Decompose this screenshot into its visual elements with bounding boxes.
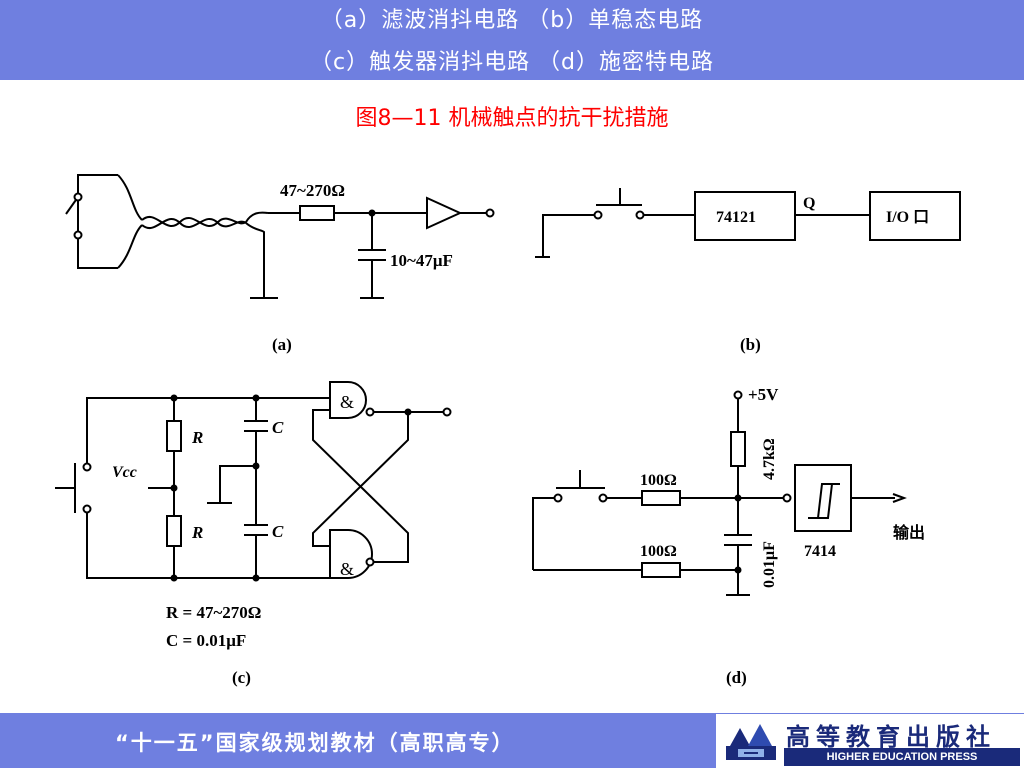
panel-b-label: (b) (740, 335, 761, 354)
panel-b-chip-label: 74121 (716, 209, 756, 226)
panel-b-output-label: Q (803, 195, 815, 212)
panel-b-circuit (535, 188, 961, 258)
panel-a-capacitor-label: 10~47μF (390, 251, 453, 270)
panel-a-label: (a) (272, 335, 292, 354)
publisher-emblem-icon (726, 724, 776, 760)
panel-a-circuit (65, 174, 495, 299)
figure-title: 图8—11 机械触点的抗干扰措施 (355, 106, 669, 131)
panel-c-vcc-label: Vcc (112, 464, 137, 481)
panel-d-output-label: 输出 (893, 523, 925, 542)
panel-a-resistor-label: 47~270Ω (280, 181, 345, 200)
gate-bottom-symbol: & (340, 559, 354, 579)
panel-b-io-label: I/O 口 (886, 209, 929, 226)
panel-c-c-bottom-label: C (272, 522, 284, 541)
panel-d-label: (d) (726, 668, 747, 687)
header-line-1: （a）滤波消抖电路 （b）单稳态电路 (320, 8, 704, 33)
publisher-name-en: HIGHER EDUCATION PRESS (784, 748, 1020, 766)
panel-c-r-top-label: R (191, 428, 203, 447)
panel-c-label: (c) (232, 668, 251, 687)
panel-d-supply-label: +5V (748, 385, 779, 404)
footer-text: “十一五”国家级规划教材（高职高专） (115, 731, 515, 755)
panel-c-circuit (55, 381, 452, 582)
panel-d-pullup-label: 4.7kΩ (761, 438, 778, 480)
panel-d-chip-label: 7414 (804, 543, 836, 560)
panel-d-capacitor-label: 0.01μF (761, 541, 778, 588)
header-line-2: （c）触发器消抖电路 （d）施密特电路 (309, 50, 715, 75)
panel-d-r-top-label: 100Ω (640, 472, 677, 489)
panel-c-r-bottom-label: R (191, 523, 203, 542)
circuit-diagrams: & & 47~270Ω 10~47μF (a) 74121 Q I/O 口 (b… (55, 174, 961, 687)
panel-d-circuit (532, 390, 907, 596)
gate-top-symbol: & (340, 392, 354, 412)
publisher-name-cn: 高等教育出版社 (786, 723, 996, 751)
panel-c-c-top-label: C (272, 418, 284, 437)
publisher-logo-block: 高等教育出版社 HIGHER EDUCATION PRESS (716, 714, 1024, 768)
panel-c-note-c: C = 0.01μF (166, 631, 246, 650)
header-band: （a）滤波消抖电路 （b）单稳态电路 （c）触发器消抖电路 （d）施密特电路 (0, 0, 1024, 80)
panel-d-r-bottom-label: 100Ω (640, 543, 677, 560)
panel-c-note-r: R = 47~270Ω (166, 603, 261, 622)
